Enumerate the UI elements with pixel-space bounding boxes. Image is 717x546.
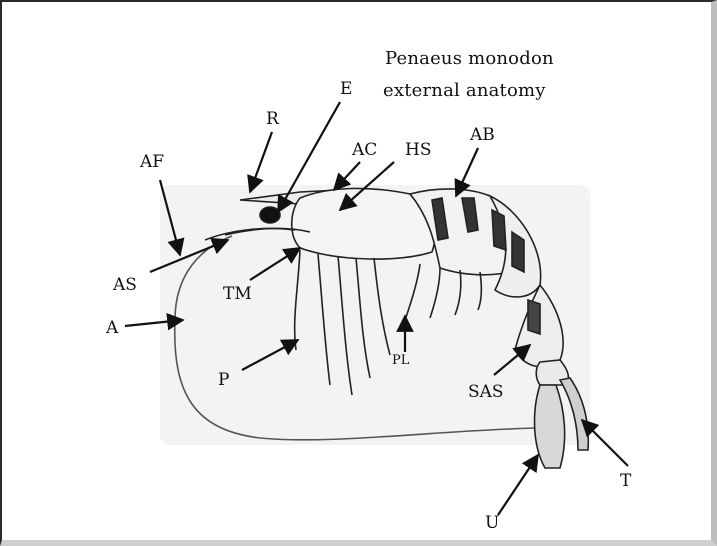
- diagram-frame: Penaeus monodon external anatomy: [0, 0, 717, 546]
- frame-border: [0, 0, 717, 546]
